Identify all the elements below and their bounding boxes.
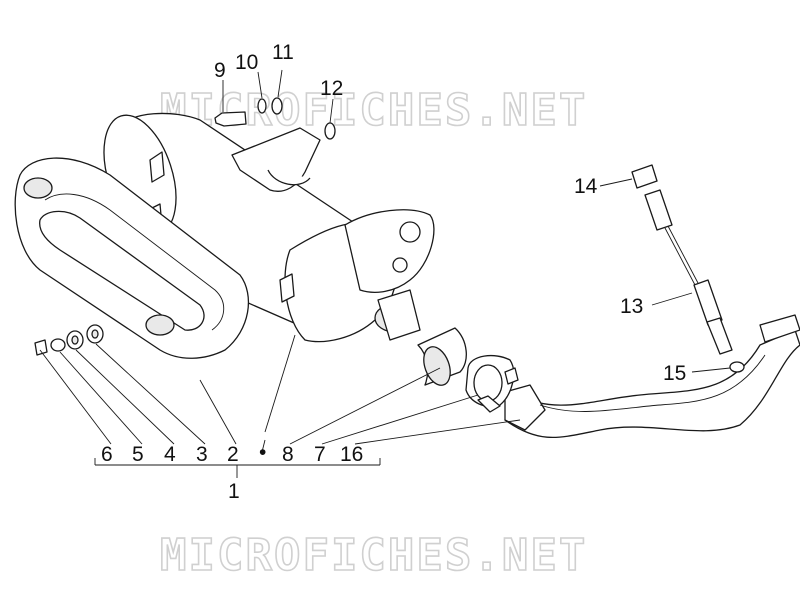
gasket-sleeve xyxy=(417,327,467,386)
callout-15: 15 xyxy=(663,362,686,385)
callout-2: 2 xyxy=(227,443,239,466)
watermark-bottom: MICROFICHES.NET xyxy=(160,530,587,581)
leader-lines xyxy=(39,69,731,478)
pipe-clamp xyxy=(465,354,519,413)
bolt-washers-top xyxy=(214,97,336,140)
callout-13: 13 xyxy=(620,295,643,318)
heat-shield xyxy=(14,157,250,359)
callout-16: 16 xyxy=(340,443,363,466)
watermark-top: MICROFICHES.NET xyxy=(160,85,587,136)
callout-3: 3 xyxy=(196,443,208,466)
exhaust-pipe xyxy=(504,314,800,439)
callout-10: 10 xyxy=(235,51,258,74)
callout-8: 8 xyxy=(282,443,294,466)
callout-1: 1 xyxy=(228,480,240,503)
group-marker: • xyxy=(259,441,266,464)
oxygen-sensor xyxy=(631,164,745,373)
callout-6: 6 xyxy=(101,443,113,466)
callout-7: 7 xyxy=(314,443,326,466)
callout-9: 9 xyxy=(214,59,226,82)
callout-5: 5 xyxy=(132,443,144,466)
callout-12: 12 xyxy=(320,77,343,100)
callout-14: 14 xyxy=(574,175,598,198)
callout-4: 4 xyxy=(164,443,176,466)
callout-11: 11 xyxy=(272,41,294,64)
screw-washers-set xyxy=(34,324,104,356)
